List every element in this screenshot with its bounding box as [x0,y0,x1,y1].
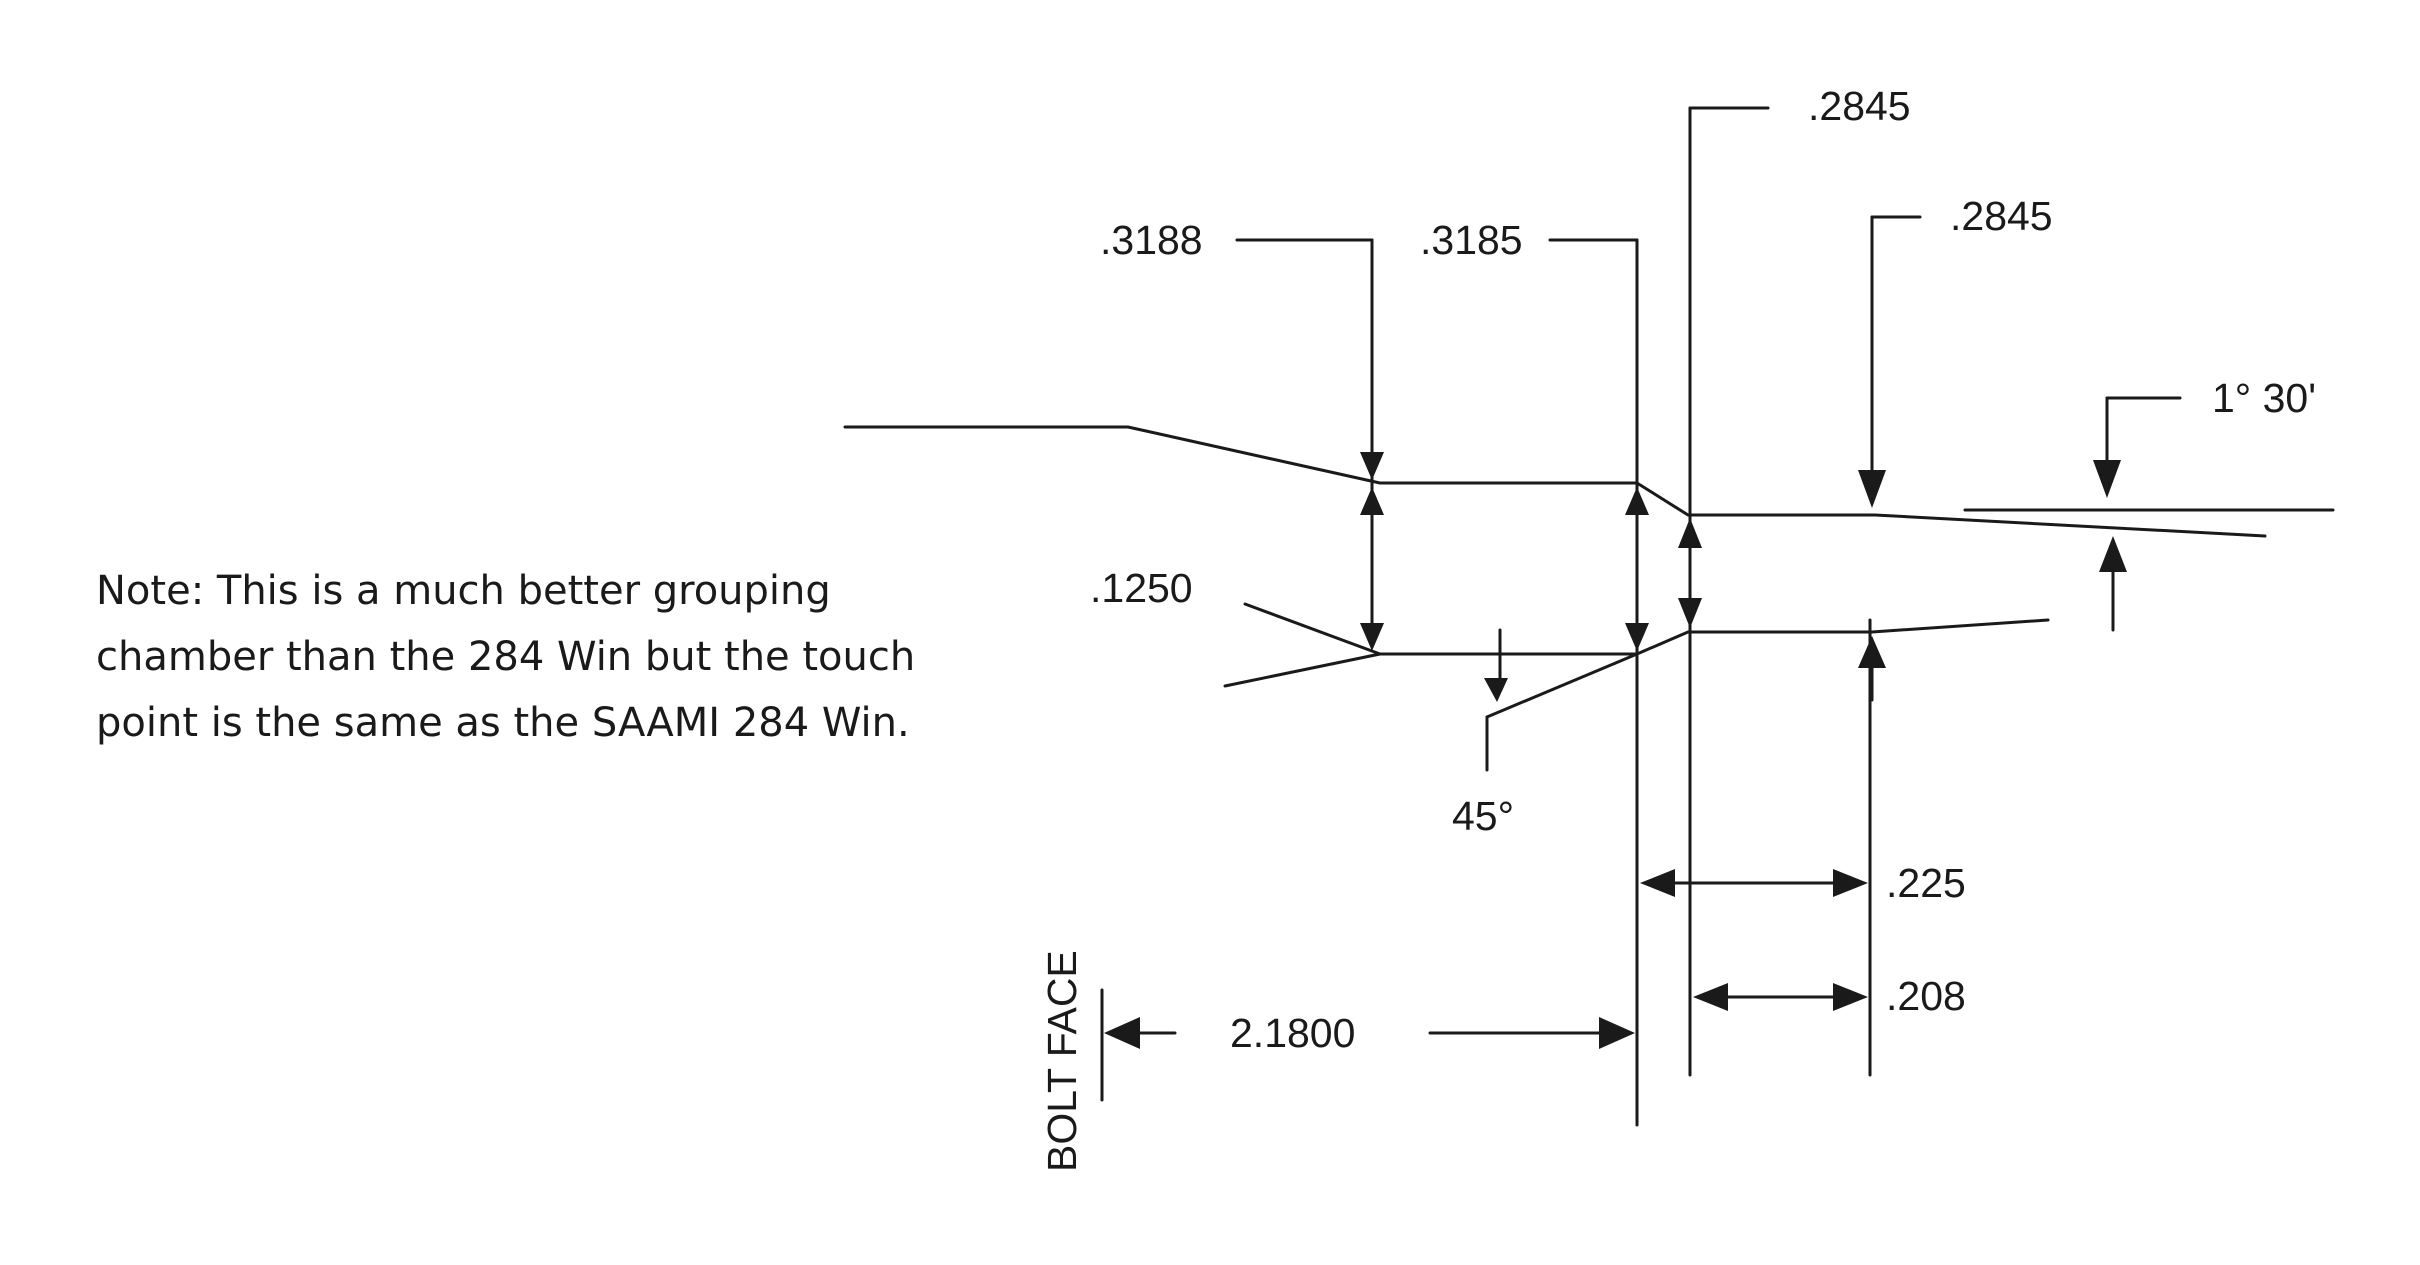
label-1250: .1250 [1090,565,1193,611]
arrow-up-2845 [1678,518,1702,548]
label-2180: 2.1800 [1230,1010,1355,1056]
label-taper-angle: 1° 30' [2212,375,2316,421]
note-line-3: point is the same as the SAAMI 284 Win. [96,700,910,746]
arrow-45 [1484,678,1508,702]
arrow-down-3188 [1360,623,1384,651]
lower-bore-line-b [1223,652,1382,688]
arrow-left-208 [1693,983,1728,1011]
arrow-right-208 [1833,983,1868,1011]
label-3185: .3185 [1420,217,1523,263]
label-2845-right: .2845 [1950,193,2053,239]
dimension-labels: .3188 .3185 .2845 .2845 1° 30' .1250 45°… [1039,83,2316,1172]
vertical-dimensions [1360,452,2127,702]
arrow-right-2180 [1599,1017,1635,1049]
arrow-up-taper [2099,536,2127,572]
label-208: .208 [1886,973,1966,1019]
arrow-left-2180 [1104,1017,1140,1049]
lower-neck-line [1378,618,2050,656]
leader-lines [1235,106,2182,772]
label-225: .225 [1886,860,1966,906]
lower-bore-line-a [1243,602,1382,656]
arrow-left-225 [1640,869,1675,897]
label-45-degree: 45° [1452,793,1514,839]
upper-body-line [843,425,2267,538]
note-line-1: Note: This is a much better grouping [96,568,831,614]
label-2845-top: .2845 [1808,83,1911,129]
horizontal-dimensions [1104,869,1868,1049]
arrow-right-225 [1833,869,1868,897]
note-text: Note: This is a much better grouping cha… [96,558,996,756]
note-line-2: chamber than the 284 Win but the touch [96,634,916,680]
arrow-up-3188 [1360,487,1384,515]
bevel-45-line [1485,652,1639,719]
arrow-down-taper [2093,460,2121,498]
arrow-up-3185 [1625,487,1649,515]
arrow-down-3185 [1625,623,1649,651]
label-bolt-face: BOLT FACE [1039,950,1085,1172]
arrow-up-lower-right [1858,636,1886,668]
arrow-down-2845 [1678,598,1702,628]
arrow-down-2845-right [1858,470,1886,508]
label-3188: .3188 [1100,217,1203,263]
